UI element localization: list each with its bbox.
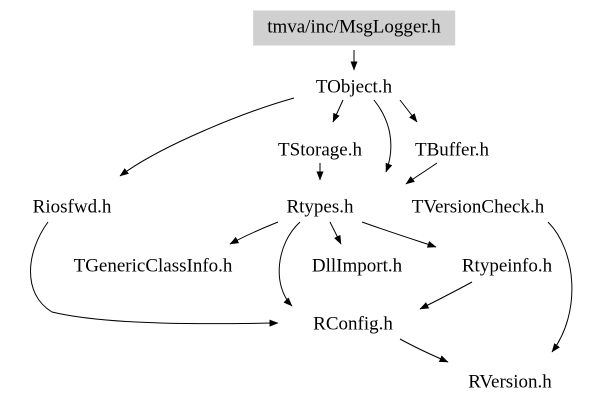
edges-group bbox=[30, 50, 573, 363]
edge-tobject-to-tstorage bbox=[332, 99, 344, 123]
graph-node-tstorage[interactable]: TStorage.h bbox=[278, 139, 362, 161]
graph-node-tbuffer[interactable]: TBuffer.h bbox=[414, 139, 490, 161]
graph-node-tobject[interactable]: TObject.h bbox=[315, 76, 393, 98]
edge-rtypes-to-rtypeinfo bbox=[361, 221, 437, 248]
edge-tobject-to-tbuffer bbox=[399, 99, 418, 123]
edge-rtypeinfo-to-rconfig bbox=[419, 281, 473, 310]
graph-node-rversion[interactable]: RVersion.h bbox=[468, 371, 552, 393]
graph-node-rtypeinfo[interactable]: Rtypeinfo.h bbox=[461, 255, 553, 277]
edge-rconfig-to-rversion bbox=[399, 338, 449, 363]
edge-tversioncheck-to-rversion bbox=[547, 221, 573, 353]
graph-node-dllimport[interactable]: DllImport.h bbox=[311, 255, 403, 277]
edge-tobject-to-rtypes bbox=[373, 99, 393, 173]
edge-rtypes-to-dllimport bbox=[329, 221, 342, 245]
edge-tbuffer-to-tversioncheck bbox=[405, 162, 438, 185]
graph-node-rconfig[interactable]: RConfig.h bbox=[313, 313, 393, 335]
edge-rtypes-to-tgenericclassinfo bbox=[229, 221, 279, 245]
graph-node-tgenericclassinfo[interactable]: TGenericClassInfo.h bbox=[73, 255, 233, 277]
graph-node-msglogger[interactable]: tmva/inc/MsgLogger.h bbox=[253, 10, 455, 46]
edge-riosfwd-to-rconfig bbox=[30, 221, 279, 327]
edge-dllimport-to-rconfig bbox=[278, 221, 301, 307]
graph-node-tversioncheck[interactable]: TVersionCheck.h bbox=[411, 196, 545, 218]
graph-node-riosfwd[interactable]: Riosfwd.h bbox=[32, 196, 112, 218]
edge-tobject-to-riosfwd bbox=[119, 97, 295, 177]
graph-node-rtypes[interactable]: Rtypes.h bbox=[286, 196, 354, 218]
